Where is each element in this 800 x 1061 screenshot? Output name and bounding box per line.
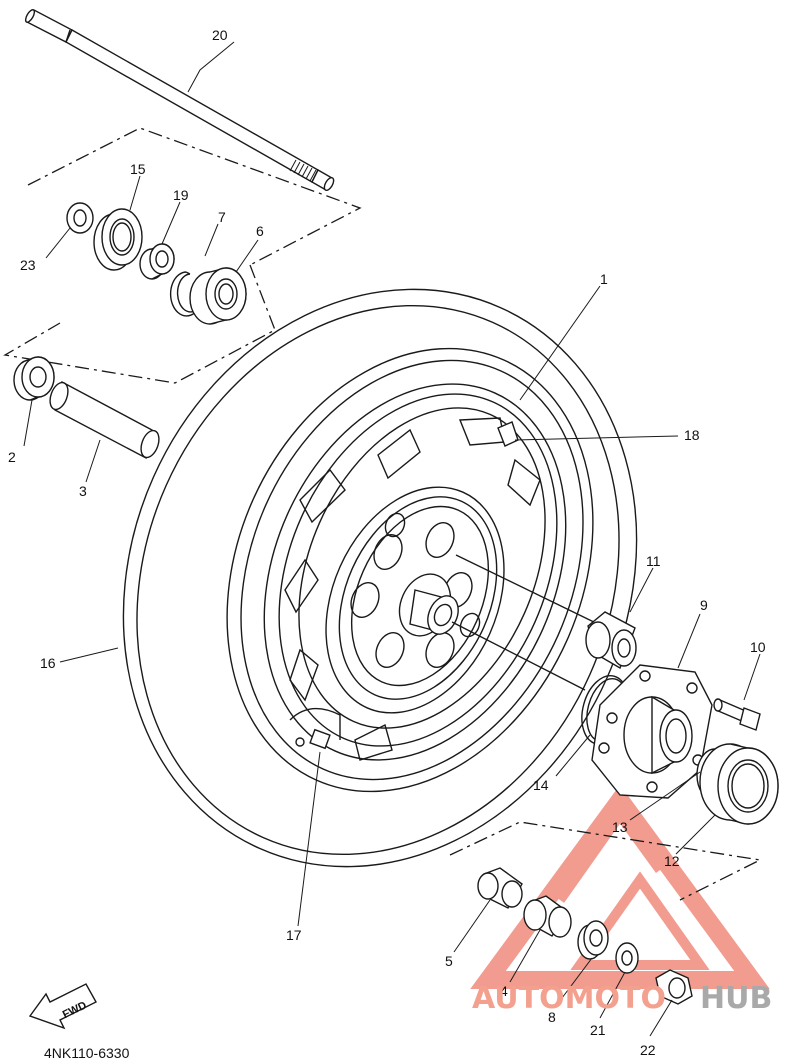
assembly-bracket-upper	[27, 127, 362, 266]
bearing-part-6	[189, 267, 247, 325]
callout-22: 22	[640, 1042, 656, 1058]
spacer-part-4	[523, 895, 572, 938]
callout-23: 23	[20, 257, 36, 273]
projection-line-upper	[455, 554, 601, 626]
watermark-text: AUTOMOTO HUB	[472, 981, 772, 1016]
callout-10: 10	[750, 639, 766, 655]
callout-21: 21	[590, 1022, 606, 1038]
callout-3: 3	[79, 483, 87, 499]
watermark-text-part1: AUTOMOTO	[472, 981, 666, 1016]
wheel-part-1	[263, 383, 567, 761]
callout-12: 12	[664, 853, 680, 869]
oil-seal-part-15	[93, 208, 143, 271]
callout-5: 5	[445, 953, 453, 969]
nut-part-22	[655, 969, 693, 1005]
leader-lines	[23, 41, 761, 1037]
callout-1: 1	[600, 271, 608, 287]
collar-part-19	[139, 243, 175, 280]
callout-4: 4	[500, 983, 508, 999]
watermark-text-part2: HUB	[700, 981, 772, 1016]
axle-part-20	[24, 9, 335, 192]
watermark-logo	[470, 784, 770, 989]
callout-9: 9	[700, 597, 708, 613]
callout-19: 19	[173, 187, 189, 203]
projection-line-lower	[451, 621, 586, 691]
callout-labels: 1 2 3 4 5 6 7 8 9 10 11 12 13 14 15 16 1…	[8, 27, 766, 1058]
flange-part-9	[591, 664, 713, 799]
washer-part-23	[66, 202, 94, 234]
callout-17: 17	[286, 927, 302, 943]
callout-16: 16	[40, 655, 56, 671]
callout-2: 2	[8, 449, 16, 465]
oil-seal-part-12	[699, 743, 779, 825]
washer-part-8	[577, 920, 609, 960]
callout-18: 18	[684, 427, 700, 443]
bolt-part-10	[713, 698, 761, 731]
spacer-part-3	[49, 380, 160, 460]
assembly-bracket-lower	[449, 821, 763, 901]
part-code: 4NK110-6330	[44, 1045, 130, 1061]
callout-7: 7	[218, 209, 226, 225]
callout-14: 14	[533, 777, 549, 793]
washer-part-21	[615, 942, 639, 974]
callout-11: 11	[646, 553, 661, 569]
collar-part-5	[477, 867, 523, 909]
assembly-bracket-upper-2	[3, 264, 276, 384]
callout-6: 6	[256, 223, 264, 239]
callout-13: 13	[612, 819, 628, 835]
callout-8: 8	[548, 1009, 556, 1025]
collar-part-11	[585, 611, 637, 670]
forward-direction-arrow: FWD	[28, 983, 97, 1030]
bearing-part-2	[13, 356, 55, 401]
callout-15: 15	[130, 161, 146, 177]
callout-20: 20	[212, 27, 228, 43]
